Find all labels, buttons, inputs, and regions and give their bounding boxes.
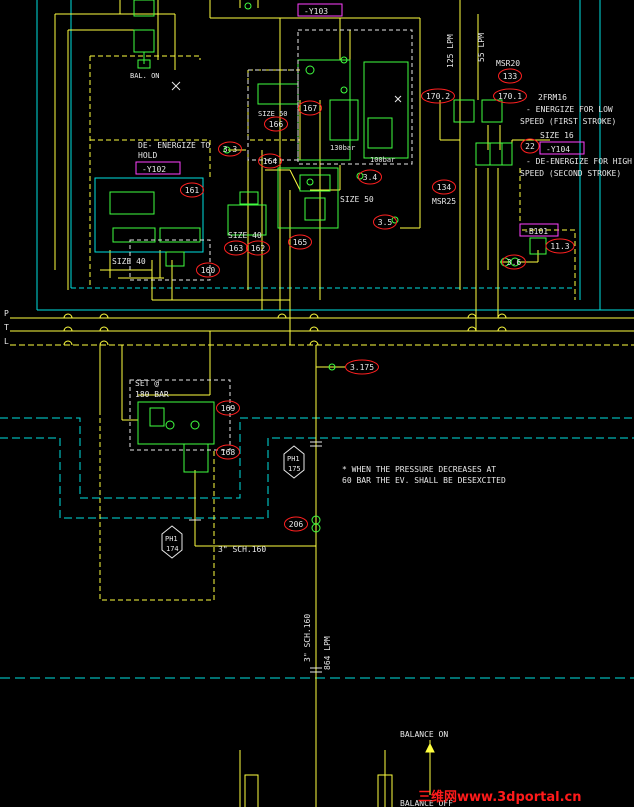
ref-bubble-outline [358, 169, 382, 185]
ref-bubble-outline [196, 262, 220, 278]
ref-bubble-label: 3.4 [363, 173, 378, 182]
ref-bubble-label: 163 [229, 244, 244, 253]
tag-y102: -Y102 [142, 165, 166, 174]
note-size-40a: SIZE 40 [228, 231, 262, 240]
note-100bar: 100bar [370, 156, 395, 164]
ref-bubble-label: 3.3 [223, 145, 238, 154]
note-size-50a: SIZE 50 [258, 110, 288, 118]
ref-bubble-outline [218, 141, 242, 157]
note-pipe-2: 3" SCH.160 [303, 614, 312, 662]
rail-label-t: T [4, 323, 9, 332]
note-130bar: 130bar [330, 144, 355, 152]
ref-bubble-label: 162 [251, 244, 266, 253]
ref-bubble-outline [180, 182, 204, 198]
ref-bubble-outline [520, 138, 540, 154]
note-125-lpm: 125 LPM [446, 34, 455, 68]
tag-b101: -B101 [524, 227, 548, 236]
pipe-break-marks [189, 441, 322, 673]
note-size-40b: SIZE 40 [112, 257, 146, 266]
note-864-lpm: 864 LPM [323, 636, 332, 670]
ref-bubble-outline [288, 234, 312, 250]
reference-bubbles: 166 167 161 163 162 164 165 160 169 168 170.2 170.1… [180, 68, 575, 532]
ref-bubble-outline [432, 179, 456, 195]
note-balance-on: BALANCE ON [400, 730, 448, 739]
hex-174-line1: PH1 [165, 535, 178, 543]
ref-bubble-outline [421, 88, 455, 104]
ref-bubble-label: 167 [303, 104, 318, 113]
tag-y103: -Y103 [304, 7, 328, 16]
rail-label-p: P [4, 309, 9, 318]
ref-bubble-label: 22 [525, 142, 535, 151]
note-deenergize-1: DE- ENERGIZE TO [138, 141, 210, 150]
balance-arrow [425, 742, 435, 753]
ref-bubble-label: 161 [185, 186, 200, 195]
ref-bubble-label: 166 [269, 120, 284, 129]
check-valve-symbols [165, 2, 520, 533]
ref-bubble-outline [224, 240, 248, 256]
ref-bubble-outline [246, 240, 270, 256]
ref-bubble-outline [216, 400, 240, 416]
ref-bubble-label: 206 [289, 520, 304, 529]
ref-bubble-outline [502, 254, 526, 270]
ref-bubble-outline [545, 238, 575, 254]
note-set-2: 180 BAR [135, 390, 169, 399]
hex-tag-174: PH1 174 [161, 525, 183, 559]
ref-bubble-outline [258, 153, 282, 169]
ref-bubble-label: 170.2 [426, 92, 450, 101]
hex-tag-175: PH1 175 [283, 445, 305, 479]
ref-bubble-outline [216, 444, 240, 460]
watermark: 三维网www.3dportal.cn [418, 789, 581, 805]
ref-bubble-label: 164 [263, 157, 278, 166]
ref-bubble-outline [284, 516, 308, 532]
ref-bubble-label: 133 [503, 72, 518, 81]
note-msr20: MSR20 [496, 59, 520, 68]
valve-blocks-green [94, 0, 547, 473]
hex-175-line2: 175 [288, 465, 301, 473]
ref-bubble-outline [345, 359, 379, 375]
note-bal-on: BAL. ON [130, 72, 160, 80]
rail-label-l: L [4, 337, 9, 346]
note-set-1: SET @ [135, 379, 159, 388]
cyan-outline-lines [0, 0, 634, 679]
ref-bubble-label: 169 [221, 404, 236, 413]
note-2frm16: 2FRM16 [538, 93, 567, 102]
ref-bubble-label: 170.1 [498, 92, 522, 101]
ref-bubble-label: 160 [201, 266, 216, 275]
ref-bubble-outline [493, 88, 527, 104]
ref-bubble-label: 134 [437, 183, 452, 192]
ref-bubble-label: 168 [221, 448, 236, 457]
hex-175-line1: PH1 [287, 455, 300, 463]
ref-bubble-label: 3.6 [507, 258, 522, 267]
note-deen-high-1: - DE-ENERGIZE FOR HIGH [526, 157, 632, 166]
ref-bubble-label: 165 [293, 238, 308, 247]
tag-y104: -Y104 [546, 145, 570, 154]
note-pressure-2: 60 BAR THE EV. SHALL BE DESEXCITED [342, 476, 506, 485]
note-size-16: SIZE 16 [540, 131, 574, 140]
note-deenergize-2: HOLD [138, 151, 157, 160]
note-deen-high-2: SPEED (SECOND STROKE) [520, 169, 621, 178]
note-balance-off: BALANCE OFF [400, 799, 453, 807]
note-msr25: MSR25 [432, 197, 456, 206]
pressure-rails [10, 317, 634, 346]
manual-override-marks [171, 81, 402, 103]
ref-bubble-label: 3.175 [350, 363, 374, 372]
note-energize-1: - ENERGIZE FOR LOW [526, 105, 613, 114]
ref-bubble-outline [498, 68, 522, 84]
hex-174-line2: 174 [166, 545, 179, 553]
ref-bubble-label: 3.5 [378, 218, 393, 227]
note-55-lpm: 55 LPM [477, 33, 486, 62]
ref-bubble-outline [264, 116, 288, 132]
note-pressure-1: * WHEN THE PRESSURE DECREASES AT [342, 465, 496, 474]
note-energize-2: SPEED (FIRST STROKE) [520, 117, 616, 126]
ref-bubble-label: 11.3 [550, 242, 569, 251]
solenoid-tags [135, 3, 585, 237]
note-pipe-1: 3" SCH.160 [218, 545, 266, 554]
ref-bubble-outline [298, 100, 322, 116]
ref-bubble-outline [373, 214, 397, 230]
note-size-50b: SIZE 50 [340, 195, 374, 204]
